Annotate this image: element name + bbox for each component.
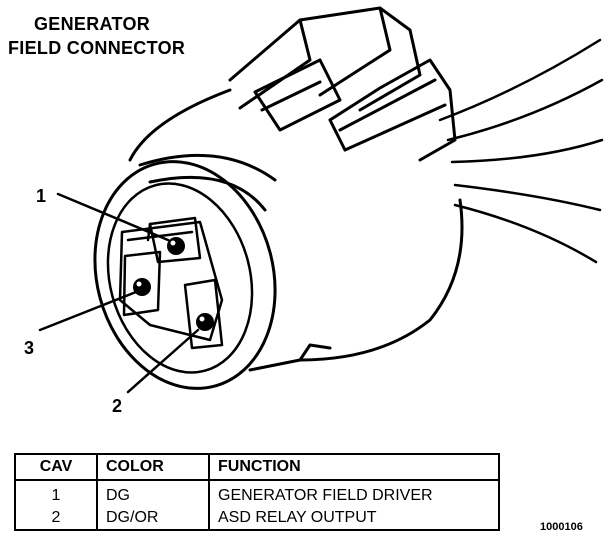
callout-1: 1 bbox=[36, 186, 47, 206]
row-2-color: DG/OR bbox=[96, 507, 210, 531]
connector-face-outer bbox=[93, 160, 277, 390]
table-row: 1 DG GENERATOR FIELD DRIVER bbox=[14, 480, 500, 507]
wire-bundle bbox=[438, 38, 604, 264]
lock-tab bbox=[328, 58, 457, 162]
header-cav: CAV bbox=[14, 453, 98, 481]
title-line-1: GENERATOR bbox=[34, 14, 151, 34]
header-function: FUNCTION bbox=[208, 453, 500, 481]
terminal-pin-1 bbox=[167, 237, 185, 255]
row-1-function: GENERATOR FIELD DRIVER bbox=[208, 480, 500, 507]
figure-number: 1000106 bbox=[540, 521, 583, 533]
connector-drawing bbox=[38, 6, 604, 394]
connector-body bbox=[128, 88, 464, 372]
leader-line-1 bbox=[56, 192, 170, 242]
header-color: COLOR bbox=[96, 453, 210, 481]
latch-housing bbox=[228, 6, 422, 132]
table-header-row: CAV COLOR FUNCTION bbox=[14, 453, 500, 481]
row-2-function: ASD RELAY OUTPUT bbox=[208, 507, 500, 531]
table-row: 2 DG/OR ASD RELAY OUTPUT bbox=[14, 507, 500, 531]
row-1-color: DG bbox=[96, 480, 210, 507]
callout-2: 2 bbox=[112, 396, 123, 416]
row-2-cav: 2 bbox=[14, 507, 98, 531]
row-1-cav: 1 bbox=[14, 480, 98, 507]
title-line-2: FIELD CONNECTOR bbox=[8, 38, 186, 58]
terminal-pin-2 bbox=[196, 313, 214, 331]
leader-line-3 bbox=[38, 290, 138, 332]
leader-line-2 bbox=[126, 328, 200, 394]
cavity-2 bbox=[183, 278, 224, 350]
connector-face-inner bbox=[106, 182, 254, 374]
callout-3: 3 bbox=[24, 338, 35, 358]
terminal-pin-3 bbox=[133, 278, 151, 296]
pin-table: CAV COLOR FUNCTION 1 DG GENERATOR FIELD … bbox=[14, 453, 500, 531]
